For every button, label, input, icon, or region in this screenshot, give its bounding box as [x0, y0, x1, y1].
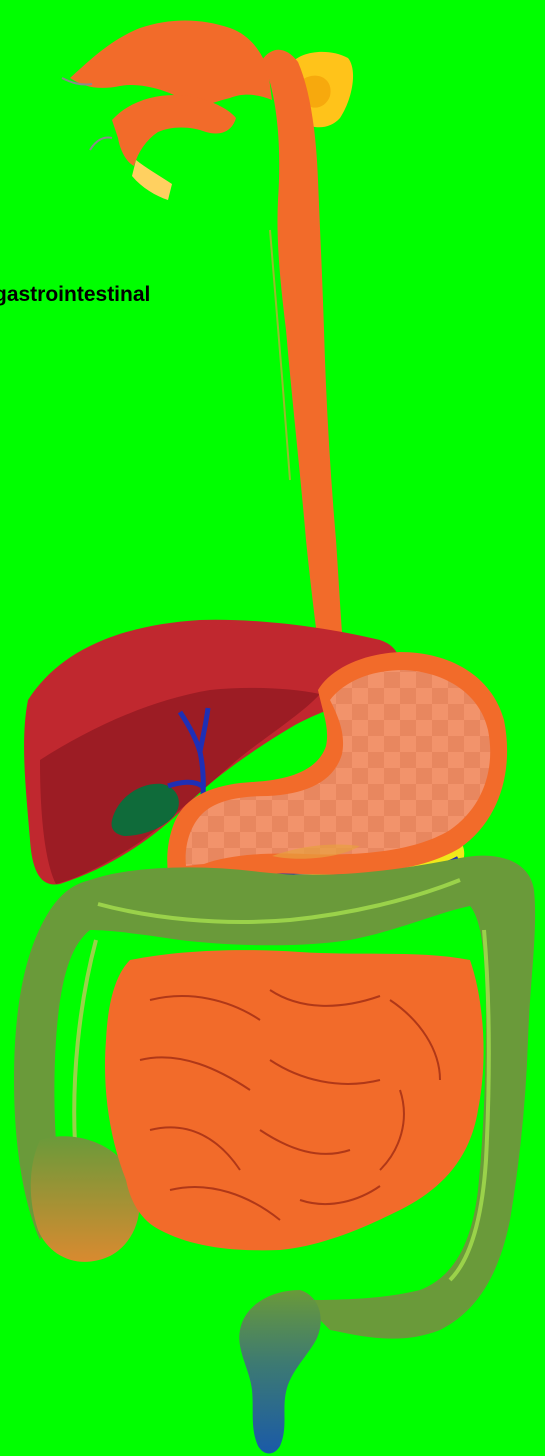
- rectum: [239, 1290, 320, 1454]
- esophagus: [262, 50, 346, 680]
- diagram-label: gastrointestinal: [0, 283, 150, 307]
- mouth-and-pharynx: [62, 21, 272, 201]
- small-intestine: [105, 950, 484, 1250]
